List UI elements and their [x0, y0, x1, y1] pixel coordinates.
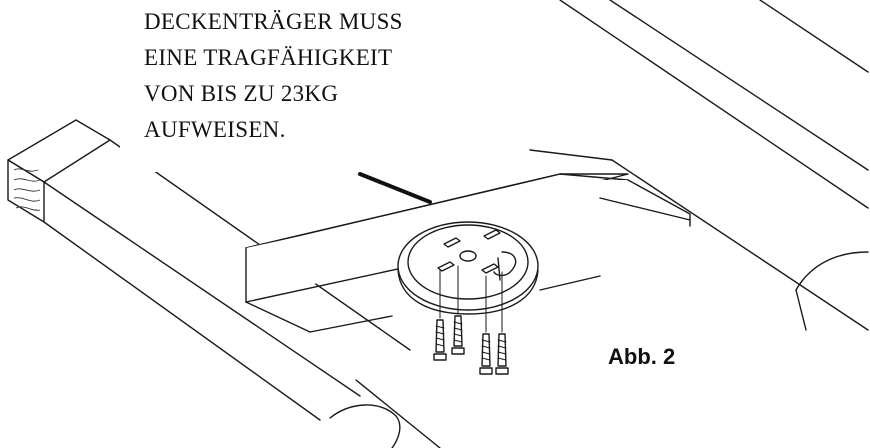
right-beam: [529, 0, 869, 331]
mounting-plate: [397, 221, 539, 315]
screw-3: [479, 275, 493, 375]
screws: [433, 265, 509, 375]
screw-1: [433, 269, 447, 361]
screw-4: [495, 271, 509, 375]
load-capacity-note: DECKENTRÄGER MUSS EINE TRAGFÄHIGKEIT VON…: [120, 0, 520, 172]
note-line-1: DECKENTRÄGER MUSS: [144, 9, 403, 34]
note-line-4: AUFWEISEN.: [144, 117, 286, 142]
note-line-3: VON BIS ZU 23KG: [144, 81, 339, 106]
screw-2: [451, 265, 465, 355]
note-line-2: EINE TRAGFÄHIGKEIT: [144, 45, 393, 70]
figure-label: Abb. 2: [608, 344, 676, 369]
